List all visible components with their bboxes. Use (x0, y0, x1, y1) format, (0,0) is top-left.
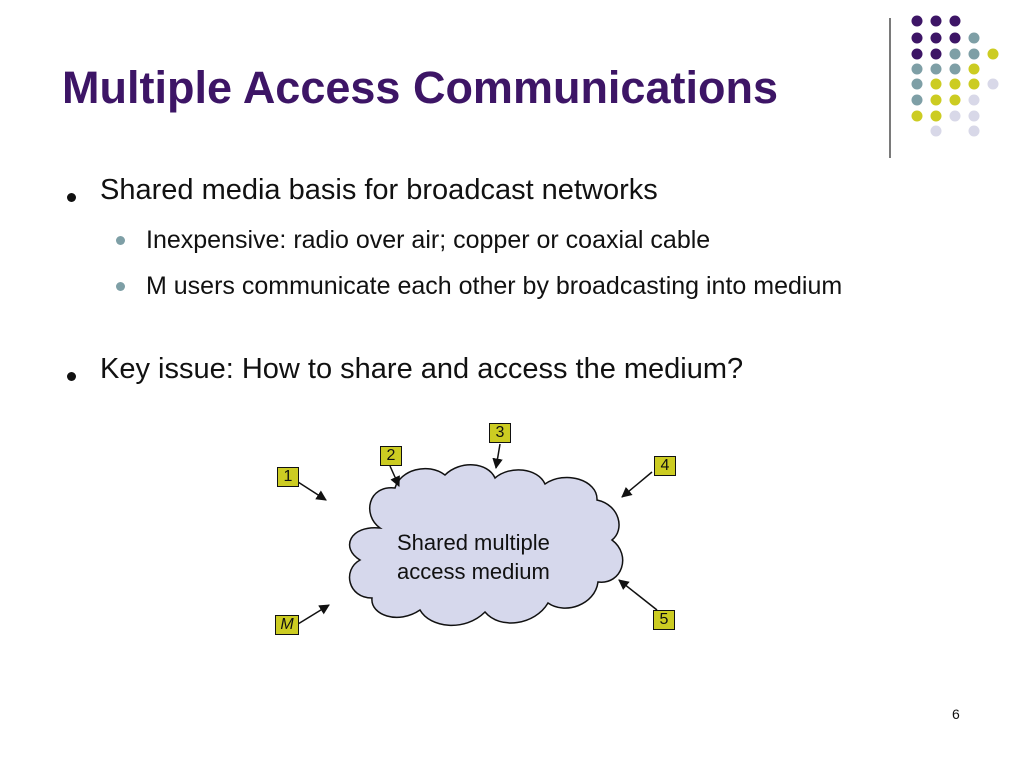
bullet-item: Key issue: How to share and access the m… (100, 353, 744, 385)
node-2-label: 2 (380, 446, 402, 466)
sub-bullet-item: Inexpensive: radio over air; copper or c… (146, 226, 711, 254)
sub-bullet-dot (116, 282, 125, 291)
arrow-M (297, 604, 330, 625)
node-4-label: 4 (654, 456, 676, 476)
node-5-label: 5 (653, 610, 675, 630)
cloud-label-line: access medium (397, 559, 550, 584)
arrow-3 (492, 443, 503, 470)
bullet-dot (67, 372, 76, 381)
sub-bullet-item: M users communicate each other by broadc… (146, 272, 843, 300)
node-1-label: 1 (277, 467, 299, 487)
bullet-item: Shared media basis for broadcast network… (100, 174, 658, 206)
cloud-label-line: Shared multiple (397, 530, 550, 555)
page-number: 6 (952, 706, 960, 722)
cloud-shape (348, 464, 624, 626)
arrow-5 (618, 579, 658, 611)
node-M-label: M (275, 615, 299, 635)
node-3-label: 3 (489, 423, 511, 443)
bullet-dot (67, 193, 76, 202)
title-divider (889, 18, 891, 158)
slide-title: Multiple Access Communications (62, 62, 778, 113)
arrow-4 (621, 471, 653, 498)
cloud-label: Shared multiple access medium (397, 528, 550, 586)
sub-bullet-dot (116, 236, 125, 245)
decorative-dot-grid (911, 15, 999, 137)
arrow-1 (297, 481, 327, 501)
arrow-2 (389, 465, 400, 487)
